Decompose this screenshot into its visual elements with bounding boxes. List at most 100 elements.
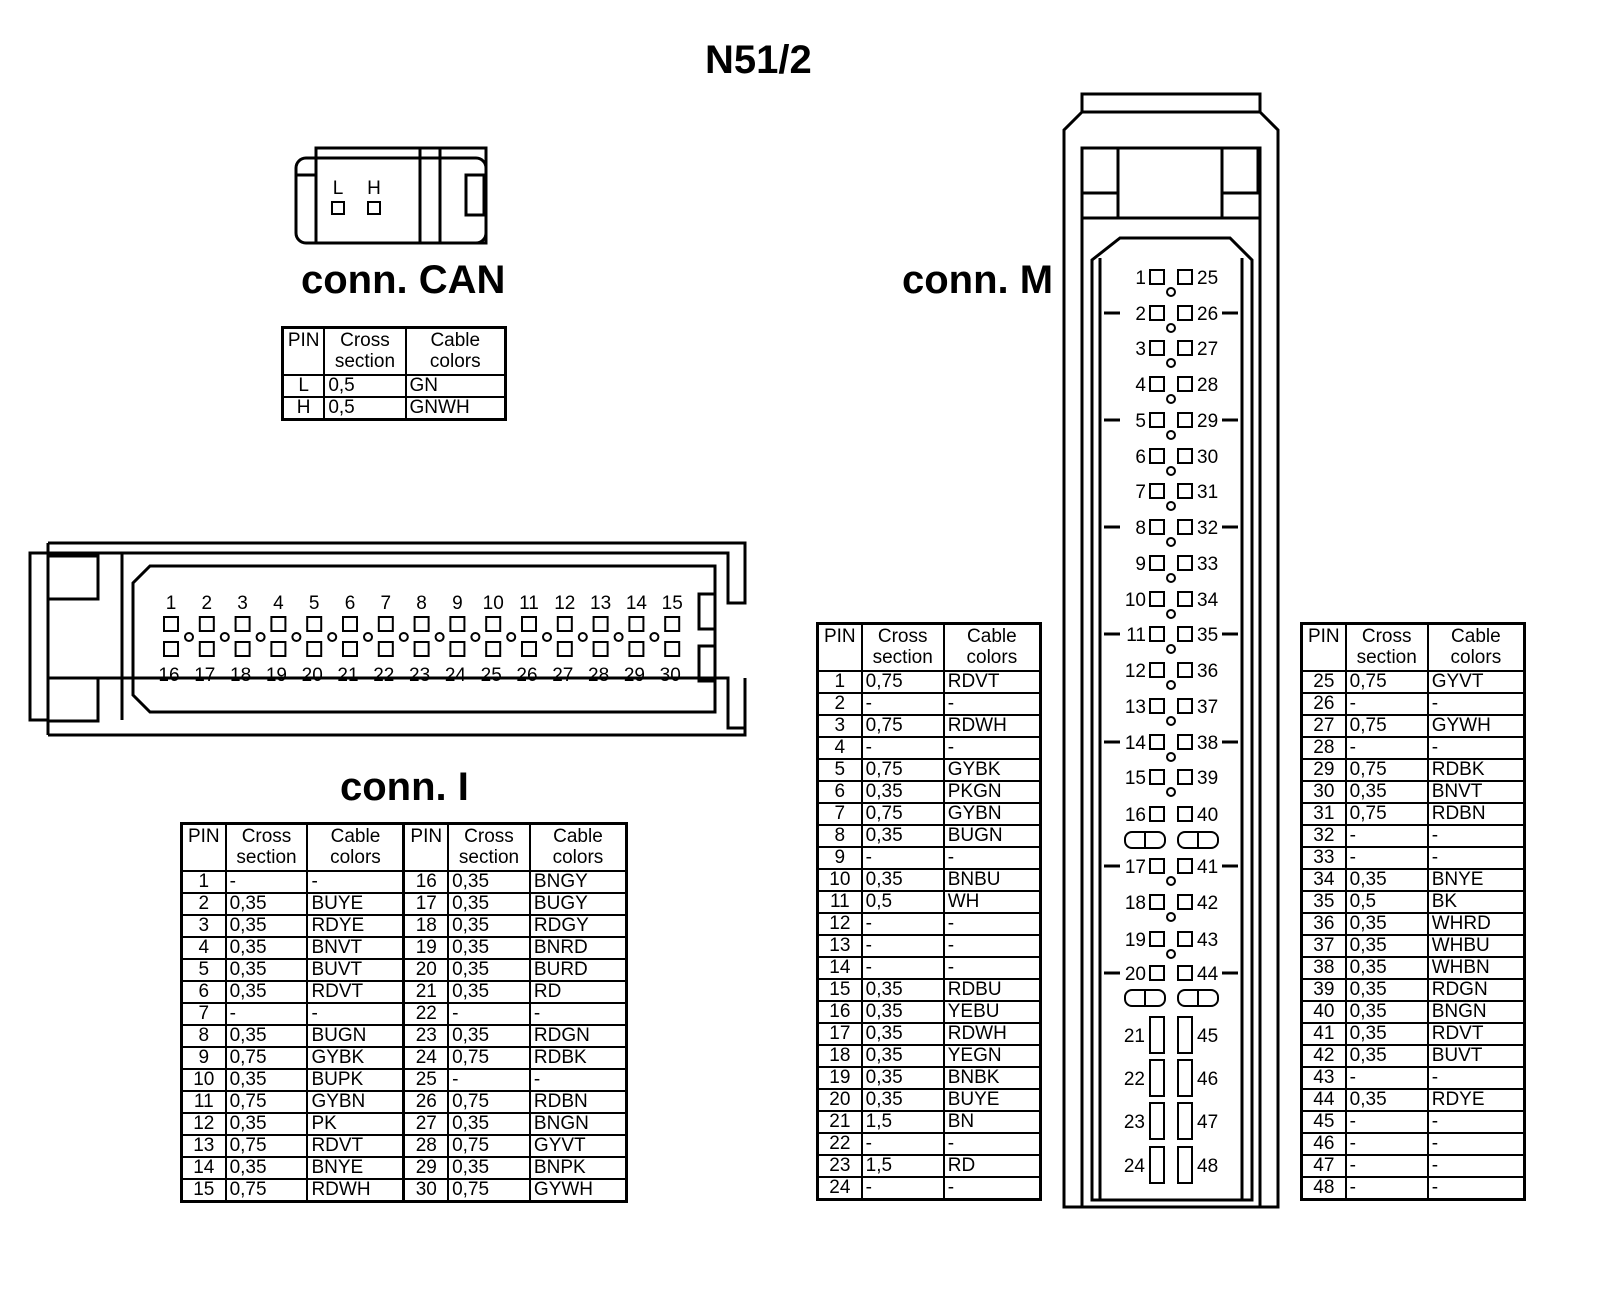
cable-color-cell: RDBK	[528, 1046, 628, 1070]
cable-color-cell: RDYE	[306, 914, 405, 938]
pin-cell: 23	[816, 1154, 863, 1178]
m-pin-label-right: 25	[1197, 268, 1218, 289]
i-pin-top	[342, 616, 358, 632]
cross-section-cell: -	[860, 1176, 945, 1201]
i-pin-label-top: 6	[345, 593, 356, 614]
m-pin-left	[1149, 483, 1165, 499]
cross-section-cell: -	[1344, 1110, 1429, 1134]
pin-cell: 36	[1300, 912, 1347, 936]
i-pin-top	[234, 616, 251, 632]
i-pin-label-top: 8	[416, 593, 427, 614]
m-pin-label-left: 15	[1125, 768, 1146, 789]
m-pin-right	[1177, 698, 1193, 714]
i-pin-top	[270, 616, 287, 632]
m-pin-left	[1149, 305, 1165, 321]
m-pin-hole	[1166, 394, 1176, 404]
m-pin-hole	[1166, 323, 1176, 333]
pin-cell: 27	[402, 1112, 450, 1136]
m-pin-label-right: 40	[1197, 805, 1218, 826]
cable-color-cell: BURD	[528, 958, 628, 982]
cable-color-cell: -	[1426, 846, 1526, 870]
m-pin-label-right: 27	[1197, 339, 1218, 360]
cross-section-cell: 0,35	[1344, 1000, 1429, 1024]
i-pin-label-bottom: 21	[337, 665, 358, 686]
m-power-pin-right	[1177, 1102, 1193, 1140]
cable-color-cell: -	[1426, 1110, 1526, 1134]
cross-section-cell: 0,35	[447, 914, 531, 938]
m-pin-right	[1177, 734, 1193, 750]
m-pin-label-left: 7	[1135, 482, 1146, 503]
cable-color-cell: RDWH	[306, 1178, 405, 1203]
cross-section-cell: -	[1344, 692, 1429, 716]
m-pin-label-right: 34	[1197, 590, 1219, 611]
m-pin-label-right: 41	[1197, 857, 1218, 878]
m-pin-left	[1149, 931, 1165, 947]
cross-section-cell: -	[1344, 846, 1429, 870]
cable-color-cell: BNGN	[528, 1112, 628, 1136]
m-power-pin-right	[1177, 1016, 1193, 1054]
cross-section-cell: 0,75	[224, 1046, 309, 1070]
m-pin-right	[1177, 858, 1193, 874]
cross-section-cell: -	[224, 870, 309, 894]
m-pin-hole	[1166, 787, 1176, 797]
m-pin-hole	[1166, 752, 1176, 762]
i-pin-bottom	[556, 641, 573, 657]
i-pin-bottom	[342, 641, 358, 657]
cross-section-cell: 1,5	[860, 1154, 945, 1178]
cable-color-cell: BN	[942, 1110, 1042, 1134]
pin-cell: H	[281, 396, 326, 421]
m-pin-label-left: 16	[1125, 805, 1146, 826]
can-pin	[367, 201, 381, 215]
m-power-pin-right	[1177, 1059, 1193, 1097]
i-pin-label-bottom: 16	[158, 665, 179, 686]
pin-cell: 25	[1300, 670, 1347, 694]
cross-section-cell: 0,35	[1344, 956, 1429, 980]
cable-color-cell: BNBU	[942, 868, 1042, 892]
m-pin-hole	[1166, 358, 1176, 368]
table-row: 26--	[1300, 692, 1526, 716]
cross-section-cell: 0,35	[224, 892, 309, 916]
i-pin-top	[413, 616, 430, 632]
i-pin-hole	[327, 632, 338, 642]
cable-color-cell: BNRD	[528, 936, 628, 960]
m-pin-hole	[1166, 609, 1176, 619]
cross-section-cell: -	[860, 956, 945, 980]
cross-section-cell: 0,35	[860, 1044, 945, 1068]
cable-color-cell: BNYE	[306, 1156, 405, 1180]
m-pin-label-left: 3	[1135, 339, 1146, 360]
pin-cell: 34	[1300, 868, 1347, 892]
i-pin-bottom	[521, 641, 537, 657]
cable-color-cell: -	[306, 870, 405, 894]
m-pin-label-right: 31	[1197, 482, 1218, 503]
cross-section-cell: 0,35	[447, 1024, 531, 1048]
cross-section-cell: 0,75	[447, 1134, 531, 1158]
cable-color-cell: BNVT	[306, 936, 405, 960]
cable-color-cell: BNBK	[942, 1066, 1042, 1090]
cable-color-cell: -	[1426, 1154, 1526, 1178]
i-pin-top	[198, 616, 215, 632]
i-pin-top	[163, 616, 179, 632]
cable-color-cell: GN	[404, 374, 507, 398]
cross-section-cell: 0,5	[860, 890, 945, 914]
m-pin-left	[1149, 662, 1165, 678]
m-pin-left	[1149, 734, 1165, 750]
m-pin-label-right: 42	[1197, 893, 1218, 914]
m-pin-label-left: 2	[1135, 304, 1146, 325]
m-pin-right	[1177, 626, 1193, 642]
i-pin-bottom	[628, 641, 645, 657]
m-pin-label-left: 8	[1135, 518, 1146, 539]
cross-section-cell: 0,35	[224, 1024, 309, 1048]
pin-cell: 45	[1300, 1110, 1347, 1134]
i-pin-hole	[398, 632, 409, 642]
